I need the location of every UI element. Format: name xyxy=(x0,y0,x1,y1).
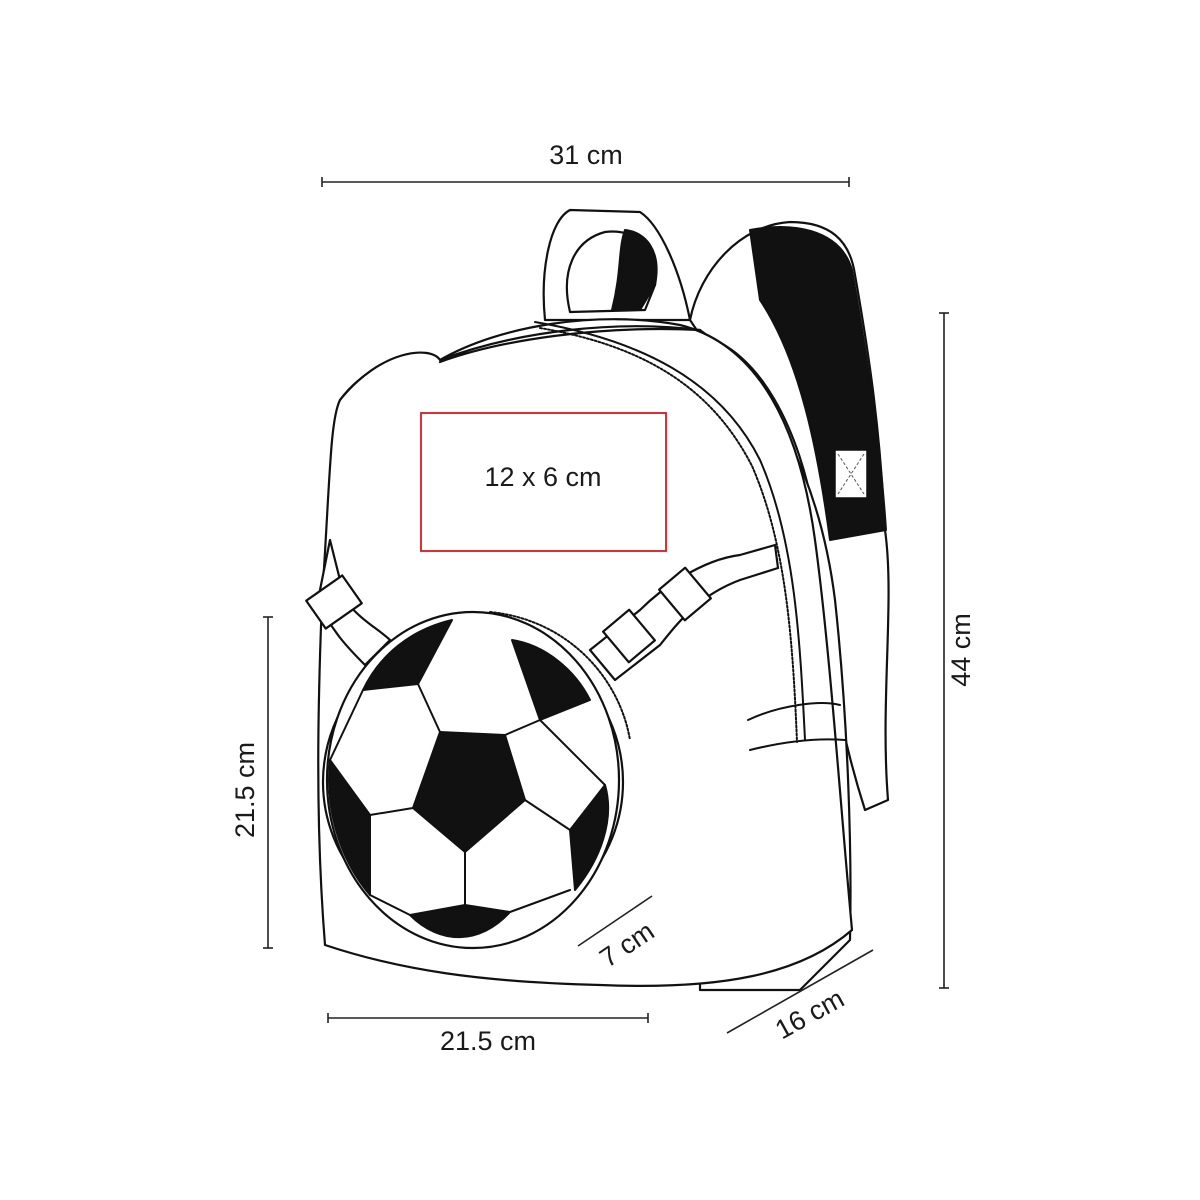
print-area-label: 12 x 6 cm xyxy=(484,462,601,492)
dimension-pocket-width: 21.5 cm xyxy=(327,1013,649,1056)
width-top-label: 31 cm xyxy=(549,140,623,170)
dimension-pocket-height: 21.5 cm xyxy=(230,616,273,949)
depth-label: 16 cm xyxy=(770,983,849,1045)
dimension-height: 44 cm xyxy=(939,312,976,989)
height-label: 44 cm xyxy=(946,613,976,687)
dimension-width-top: 31 cm xyxy=(321,140,850,187)
pocket-height-label: 21.5 cm xyxy=(230,742,260,838)
pocket-width-label: 21.5 cm xyxy=(440,1026,536,1056)
print-area: 12 x 6 cm xyxy=(420,412,667,552)
backpack-illustration xyxy=(305,208,890,992)
